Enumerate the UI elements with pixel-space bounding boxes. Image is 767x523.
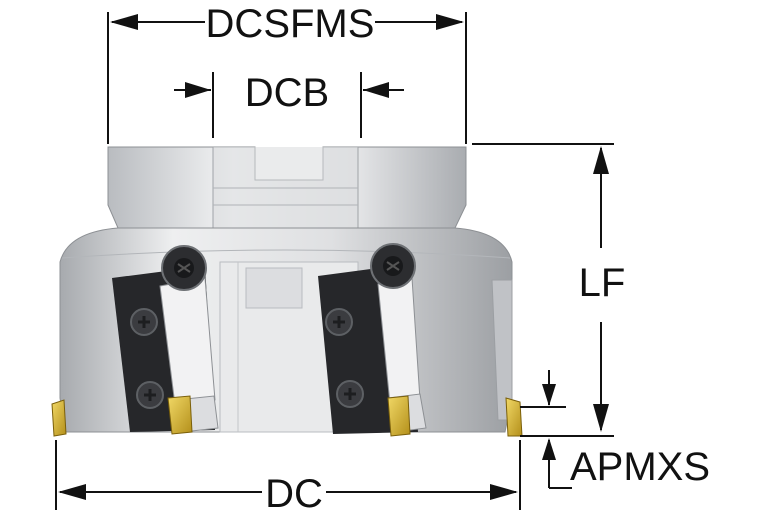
- arrow-down-icon: [542, 384, 556, 406]
- arrow-down-icon: [593, 404, 609, 432]
- insert-gold-right: [387, 395, 411, 437]
- arrow-left-icon: [58, 484, 86, 500]
- arrow-left-icon: [363, 82, 389, 98]
- label-apmxs: APMXS: [570, 445, 710, 489]
- cutter-body: [51, 146, 523, 437]
- insert-gold-left: [167, 395, 193, 435]
- arrow-up-icon: [542, 438, 556, 460]
- insert-pocket-right: [318, 243, 427, 437]
- arrow-right-icon: [185, 82, 211, 98]
- arrow-left-icon: [110, 14, 138, 30]
- insert-gold-edge-left: [51, 399, 67, 437]
- label-dc: DC: [265, 472, 323, 516]
- insert-gold-edge-right: [505, 397, 523, 437]
- arrow-right-icon: [490, 484, 518, 500]
- insert-pocket-left: [112, 245, 219, 435]
- label-lf: LF: [579, 261, 626, 305]
- label-dcsfms: DCSFMS: [206, 2, 375, 46]
- arrow-up-icon: [593, 146, 609, 174]
- label-dcb: DCB: [245, 71, 329, 115]
- arrow-right-icon: [436, 14, 464, 30]
- dimension-lines: [55, 12, 614, 510]
